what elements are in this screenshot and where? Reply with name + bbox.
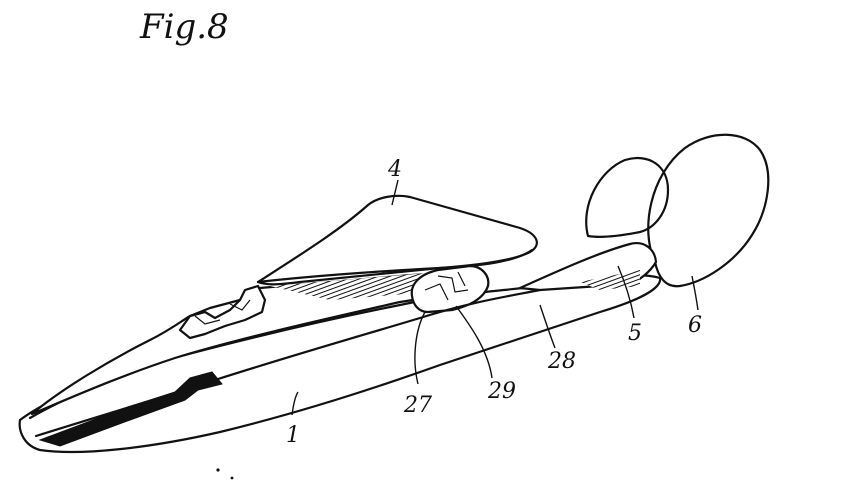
label-28: 28: [547, 349, 576, 374]
cockpit-structure: [178, 284, 267, 340]
leader-1: [291, 391, 299, 416]
tail-fin-6: [647, 133, 770, 288]
figure-title: Fig.8: [139, 7, 229, 47]
label-6: 6: [688, 313, 702, 338]
wing-4-underside: [256, 248, 534, 284]
nacelle-window-frame: [424, 271, 469, 301]
leader-5: [617, 265, 635, 319]
nacelle: [410, 264, 490, 314]
label-4: 4: [387, 157, 402, 182]
tail-fin-left: [585, 156, 670, 238]
ink-speck: [230, 476, 234, 480]
label-5: 5: [628, 321, 642, 346]
wing-4: [256, 194, 538, 286]
label-29: 29: [487, 379, 516, 404]
label-1: 1: [286, 423, 300, 448]
cockpit-detail: [194, 299, 251, 325]
leader-27: [414, 311, 426, 385]
hull-stripe-line: [34, 288, 542, 438]
leader-29: [455, 305, 493, 379]
leader-4: [391, 179, 399, 206]
leader-6: [691, 275, 699, 311]
ink-speck: [216, 468, 220, 472]
label-27: 27: [403, 393, 432, 418]
leader-28: [539, 304, 556, 349]
